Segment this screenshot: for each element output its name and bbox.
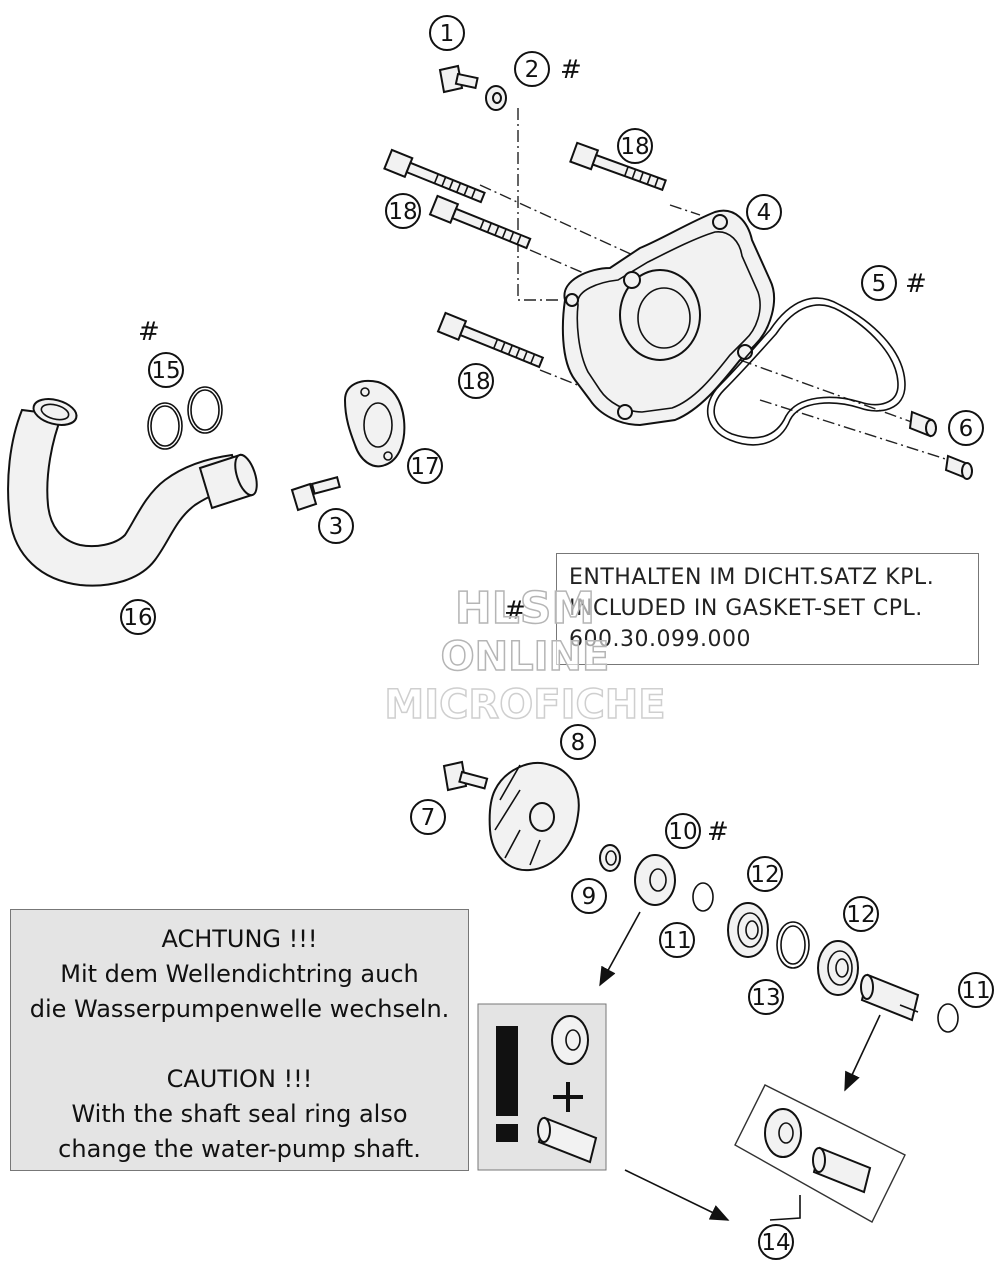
exclamation-icon xyxy=(496,1026,518,1116)
svg-text:1: 1 xyxy=(440,21,455,47)
part-impeller xyxy=(488,762,580,872)
part-long-bolts xyxy=(383,141,667,369)
svg-text:12: 12 xyxy=(750,862,779,888)
callout-8: 8 xyxy=(560,724,596,760)
part-dowel-sleeves xyxy=(908,410,973,480)
svg-text:9: 9 xyxy=(582,884,597,910)
plus-icon xyxy=(553,1082,583,1112)
caution-text-en-1: With the shaft seal ring also xyxy=(71,1100,408,1128)
callout-numbers: 1 2 3 4 5 6 7 8 9 10 11 11 12 12 13 14 1… xyxy=(120,15,994,1260)
svg-text:2: 2 xyxy=(525,57,540,83)
callout-18c: 18 xyxy=(458,363,494,399)
part-shaft-seal xyxy=(634,854,676,906)
gasket-note-part-number: 600.30.099.000 xyxy=(569,627,751,652)
callout-13: 13 xyxy=(748,979,784,1015)
callout-18a: 18 xyxy=(617,128,653,164)
callout-1: 1 xyxy=(429,15,465,51)
callout-9: 9 xyxy=(571,878,607,914)
svg-text:6: 6 xyxy=(959,416,974,442)
part-bearings xyxy=(727,902,859,996)
part-bolt-small xyxy=(438,64,479,94)
callout-14: 14 xyxy=(758,1224,794,1260)
svg-text:5: 5 xyxy=(872,271,887,297)
part-flange-gasket xyxy=(343,380,406,468)
part-water-pump-shaft xyxy=(860,973,920,1022)
callout-17: 17 xyxy=(407,448,443,484)
callout-7: 7 xyxy=(410,799,446,835)
hash-marker: # xyxy=(138,317,160,347)
hash-marker: # xyxy=(905,269,927,299)
callout-3: 3 xyxy=(318,508,354,544)
callout-12a: 12 xyxy=(747,856,783,892)
svg-text:16: 16 xyxy=(123,605,152,631)
svg-text:7: 7 xyxy=(421,805,436,831)
svg-text:11: 11 xyxy=(662,928,691,954)
caution-note: ACHTUNG !!! Mit dem Wellendichtring auch… xyxy=(10,909,469,1171)
direction-arrows xyxy=(599,911,881,1221)
svg-text:14: 14 xyxy=(761,1230,790,1256)
gasket-set-markers: # # # # # xyxy=(138,55,927,847)
callout-2: 2 xyxy=(514,51,550,87)
svg-text:12: 12 xyxy=(846,902,875,928)
part-snap-ring xyxy=(776,921,810,969)
gasket-note-line-en: INCLUDED IN GASKET-SET CPL. xyxy=(569,596,923,621)
gasket-set-note: ENTHALTEN IM DICHT.SATZ KPL. INCLUDED IN… xyxy=(556,553,979,665)
callout-6: 6 xyxy=(948,410,984,446)
svg-text:17: 17 xyxy=(410,454,439,480)
callout-5: 5 xyxy=(861,265,897,301)
part-impeller-screw xyxy=(442,760,489,792)
gasket-note-line-de: ENTHALTEN IM DICHT.SATZ KPL. xyxy=(569,565,935,590)
part-water-hose xyxy=(7,398,258,587)
callout-18b: 18 xyxy=(385,193,421,229)
svg-text:15: 15 xyxy=(151,358,180,384)
part-o-rings xyxy=(147,386,223,450)
caution-text-de-1: Mit dem Wellendichtring auch xyxy=(60,960,419,988)
hash-marker: # xyxy=(504,596,526,626)
part-cover-gasket xyxy=(706,297,906,446)
callout-10: 10 xyxy=(665,813,701,849)
callout-15: 15 xyxy=(148,352,184,388)
svg-text:13: 13 xyxy=(751,985,780,1011)
caution-heading-en: CAUTION !!! xyxy=(166,1065,313,1093)
part-bolt-flange xyxy=(290,476,341,512)
callout-4: 4 xyxy=(746,194,782,230)
part-pump-cover xyxy=(561,209,775,427)
svg-text:18: 18 xyxy=(461,369,490,395)
callout-16: 16 xyxy=(120,599,156,635)
callout-12b: 12 xyxy=(843,896,879,932)
callout-11b: 11 xyxy=(958,972,994,1008)
part-washer-small xyxy=(599,844,621,872)
svg-text:18: 18 xyxy=(388,199,417,225)
svg-text:10: 10 xyxy=(668,819,697,845)
svg-text:18: 18 xyxy=(620,134,649,160)
hash-marker: # xyxy=(707,817,729,847)
caution-text-de-2: die Wasserpumpenwelle wechseln. xyxy=(29,995,450,1023)
hash-marker: # xyxy=(560,55,582,85)
caution-heading-de: ACHTUNG !!! xyxy=(161,925,318,953)
svg-text:8: 8 xyxy=(571,730,586,756)
callout-11a: 11 xyxy=(659,922,695,958)
caution-picture xyxy=(477,1003,607,1171)
kit-box xyxy=(734,1084,906,1223)
svg-text:11: 11 xyxy=(961,978,990,1004)
svg-text:4: 4 xyxy=(757,200,772,226)
caution-text-en-2: change the water-pump shaft. xyxy=(58,1135,421,1163)
svg-text:3: 3 xyxy=(329,514,344,540)
part-washer xyxy=(485,85,507,111)
part-circlips xyxy=(692,882,959,1033)
